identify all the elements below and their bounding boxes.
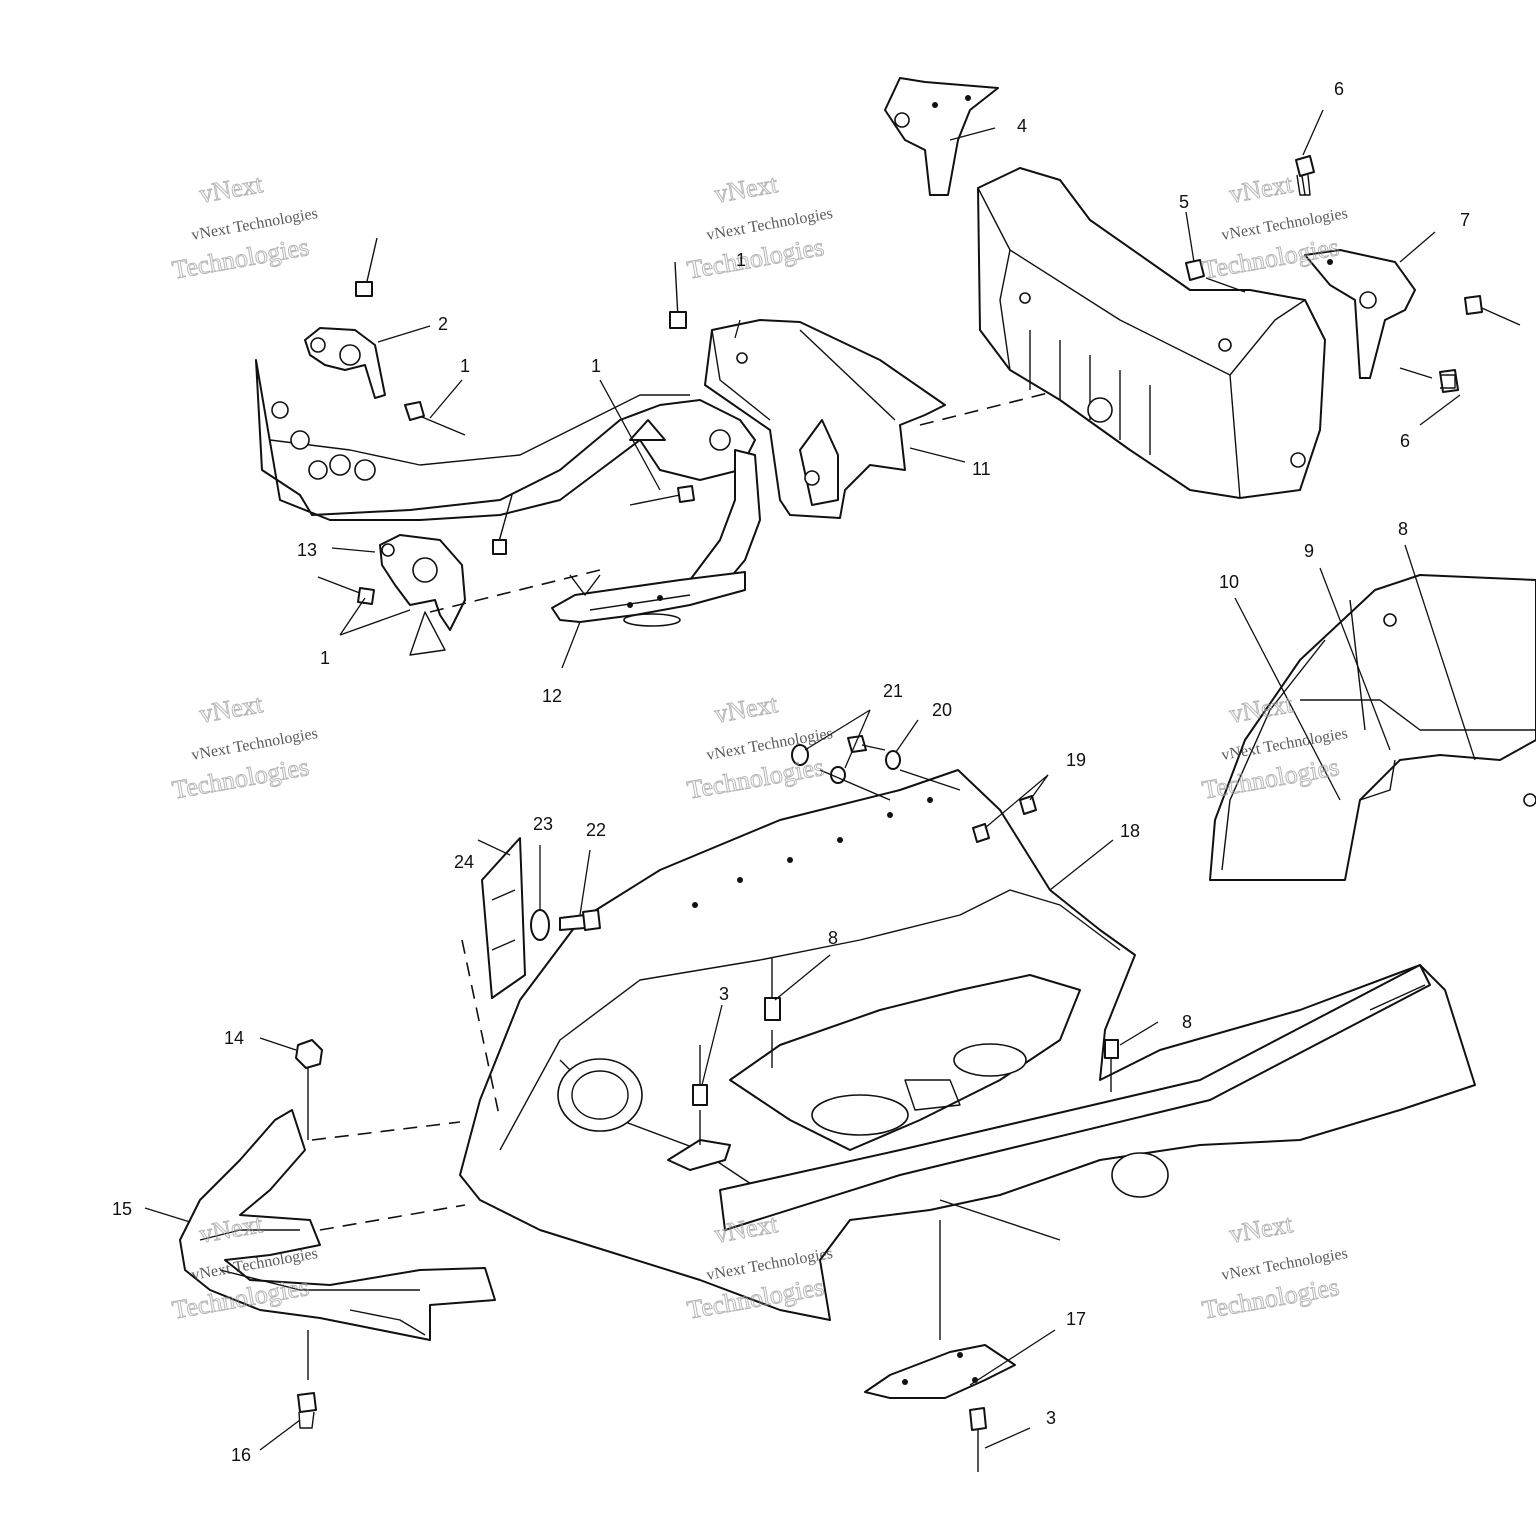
svg-text:vNext: vNext [1227,1209,1295,1249]
callout-17: 17 [1066,1309,1086,1329]
callout-21: 21 [883,681,903,701]
callout-18: 18 [1120,821,1140,841]
callout-14: 14 [224,1028,244,1048]
fasteners-20-21 [791,735,961,801]
callout-6: 6 [1334,79,1344,99]
part-12 [551,571,746,627]
callout-3: 3 [1046,1408,1056,1428]
callout-7: 7 [1460,210,1470,230]
callout-1: 1 [460,356,470,376]
svg-text:vNext: vNext [197,689,265,729]
bracket-13 [379,534,466,631]
bracket-7 [1304,249,1416,379]
svg-text:vNext: vNext [712,169,780,209]
callout-8: 8 [1182,1012,1192,1032]
rivet-3a [692,1084,708,1106]
crossmember [977,167,1326,499]
callout-6: 6 [1400,431,1410,451]
callout-22: 22 [586,820,606,840]
callout-20: 20 [932,700,952,720]
callout-1: 1 [591,356,601,376]
rivet-1-group [317,237,695,605]
washer-23 [530,909,550,941]
callout-1: 1 [736,250,746,270]
svg-text:vNext: vNext [1227,169,1295,209]
watermark: vNext vNext Technologies Technologies [1199,1209,1349,1326]
front-cab [459,769,1476,1321]
bracket-4 [884,77,999,196]
svg-text:Technologies: Technologies [685,232,826,285]
svg-text:Technologies: Technologies [170,752,311,805]
callout-5: 5 [1179,192,1189,212]
svg-text:Technologies: Technologies [170,232,311,285]
watermark: vNext vNext Technologies Technologies [169,689,319,806]
bolt-22 [559,914,586,931]
bracket-2 [304,327,386,399]
belly-pan-inset [1209,574,1536,881]
bumper-15 [179,1109,496,1341]
rivet-3b [969,1407,987,1431]
watermark: vNext vNext Technologies Technologies [684,169,834,286]
callout-23: 23 [533,814,553,834]
callout-labels: 2 1 1 1 1 4 5 6 6 7 11 12 13 10 9 8 21 2… [112,79,1470,1465]
plate-24 [481,837,526,999]
bolt-6-group [1295,155,1459,393]
callout-10: 10 [1219,572,1239,592]
callout-13: 13 [297,540,317,560]
watermark: vNext vNext Technologies Technologies [169,169,319,286]
skid-plate-17 [864,1344,1016,1399]
svg-text:Technologies: Technologies [1200,1272,1341,1325]
nut-19b [972,823,990,843]
rivet-8a [764,997,781,1021]
rivet-8b [1104,1039,1119,1059]
callout-11: 11 [972,459,991,479]
callout-15: 15 [112,1199,132,1219]
callout-24: 24 [454,852,474,872]
callout-1: 1 [320,648,330,668]
callout-9: 9 [1304,541,1314,561]
svg-text:vNext: vNext [197,169,265,209]
svg-text:Technologies: Technologies [1200,232,1341,285]
callout-4: 4 [1017,116,1027,136]
svg-text:vNext: vNext [712,689,780,729]
svg-text:Technologies: Technologies [685,752,826,805]
callout-3: 3 [719,984,729,1004]
callout-8: 8 [828,928,838,948]
frame-gusset [629,419,666,441]
bracket-11 [704,319,946,519]
callout-16: 16 [231,1445,251,1465]
nut-14 [295,1039,323,1069]
callout-19: 19 [1066,750,1086,770]
nut-5 [1185,259,1205,281]
front-frame-assembly [255,359,761,601]
bolt-16 [297,1392,317,1413]
watermark: vNext vNext Technologies Technologies [684,689,834,806]
callout-12: 12 [542,686,562,706]
nut-19a [1019,795,1037,815]
callout-8: 8 [1398,519,1408,539]
callout-2: 2 [438,314,448,334]
leader-lines [144,109,1476,1451]
